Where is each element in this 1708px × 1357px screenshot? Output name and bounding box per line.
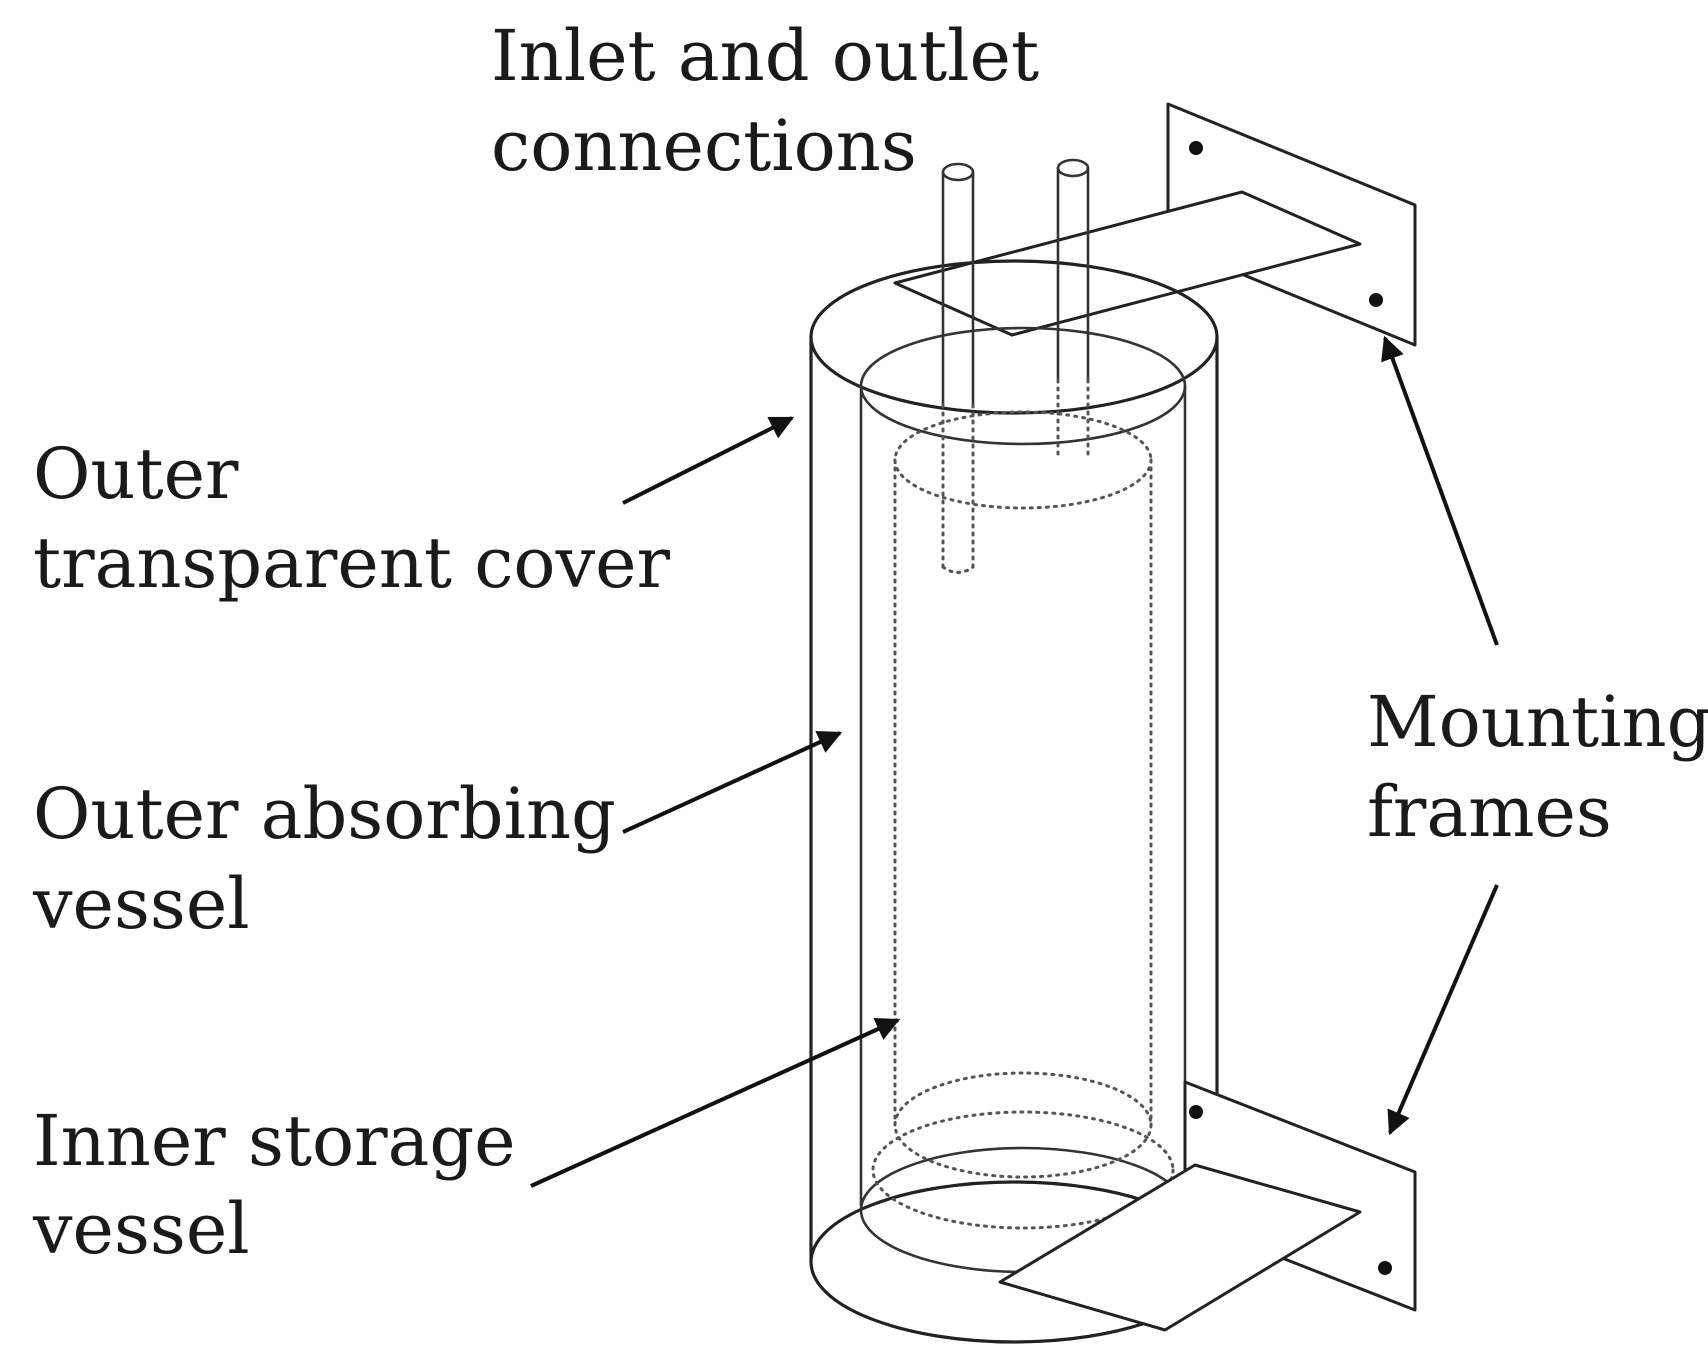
arrow-lower-mounting	[1387, 884, 1499, 1136]
diagram-labels: Inlet and outlet connections Outer trans…	[32, 15, 1708, 1270]
label-inner-storage-line2: vessel	[32, 1188, 250, 1270]
inlet-outlet-connections	[941, 158, 1090, 574]
lower-bracket-hole-top	[1189, 1105, 1203, 1119]
arrow-absorbing-vessel	[622, 731, 843, 834]
inner-vessel-top	[893, 410, 1153, 510]
arrow-upper-mounting	[1381, 335, 1499, 646]
arrow-inner-storage	[530, 1017, 901, 1188]
outlet-pipe	[1056, 158, 1090, 457]
label-mounting-line2: frames	[1367, 771, 1612, 853]
label-inlet-outlet-line1: Inlet and outlet	[491, 15, 1039, 97]
inner-storage-vessel	[871, 410, 1175, 1230]
upper-bracket-hole-bottom	[1369, 293, 1383, 307]
label-absorbing-line1: Outer absorbing	[33, 773, 616, 855]
label-inlet-outlet-line2: connections	[491, 105, 917, 187]
inner-vessel-base	[871, 1110, 1175, 1230]
inlet-pipe	[941, 162, 975, 574]
absorbing-vessel-top	[859, 326, 1187, 446]
label-outer-cover-line1: Outer	[33, 433, 239, 515]
label-mounting-line1: Mounting	[1367, 681, 1708, 763]
inner-vessel-bottom	[893, 1071, 1153, 1179]
label-inner-storage-line1: Inner storage	[33, 1100, 516, 1182]
lower-mounting-frame	[998, 1080, 1417, 1332]
leader-arrows	[530, 335, 1499, 1188]
lower-bracket-hole-bottom	[1378, 1261, 1392, 1275]
upper-bracket-hole-top	[1189, 141, 1203, 155]
outer-absorbing-vessel	[859, 326, 1187, 1274]
label-outer-cover-line2: transparent cover	[33, 522, 671, 604]
arrow-outer-cover	[622, 416, 795, 505]
lower-bracket-arm	[998, 1163, 1362, 1332]
label-absorbing-line2: vessel	[32, 863, 250, 945]
upper-mounting-frame	[893, 102, 1417, 347]
outer-transparent-cover	[809, 259, 1219, 1344]
